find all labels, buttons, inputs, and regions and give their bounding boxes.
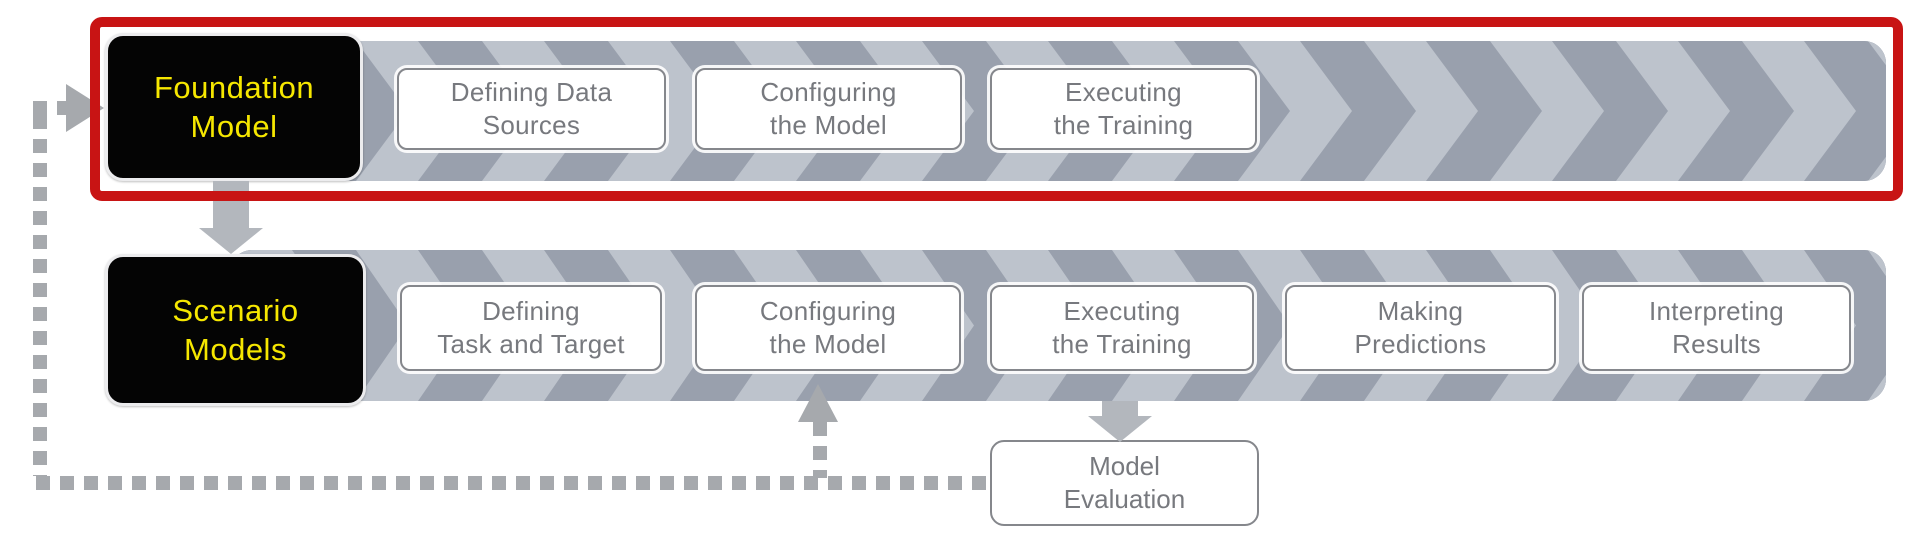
step-defining-task-and-target: Defining Task and Target: [400, 285, 662, 371]
foundation-model-label: Foundation Model: [153, 70, 315, 144]
model-evaluation-box: Model Evaluation: [990, 440, 1259, 526]
feedback-arrow-into-foundation-icon: [66, 84, 104, 132]
step-executing-the-training-bottom: Executing the Training: [990, 285, 1254, 371]
step-label: Interpreting Results: [1648, 296, 1785, 359]
step-interpreting-results: Interpreting Results: [1582, 285, 1851, 371]
feedback-dotted-line-horizontal: [36, 476, 990, 490]
down-arrow-training-to-evaluation-stem: [1102, 401, 1138, 416]
step-label: Executing the Training: [1052, 296, 1192, 359]
feedback-dotted-stub: [33, 101, 67, 115]
model-evaluation-label: Model Evaluation: [1063, 451, 1186, 514]
scenario-models-box: Scenario Models: [105, 254, 366, 406]
step-executing-the-training-top: Executing the Training: [990, 68, 1257, 150]
down-arrow-training-to-evaluation-icon: [1088, 416, 1152, 442]
feedback-dotted-line-vertical: [33, 115, 47, 476]
step-label: Executing the Training: [1053, 77, 1194, 140]
step-label: Configuring the Model: [759, 296, 897, 359]
scenario-models-label: Scenario Models: [172, 293, 299, 367]
step-label: Defining Data Sources: [450, 77, 613, 140]
step-making-predictions: Making Predictions: [1285, 285, 1556, 371]
step-configuring-the-model-bottom: Configuring the Model: [695, 285, 961, 371]
feedback-dashed-line-to-configuring: [813, 422, 827, 478]
feedback-arrow-into-configuring-icon: [798, 384, 838, 422]
foundation-model-box: Foundation Model: [105, 33, 363, 181]
step-label: Defining Task and Target: [437, 296, 625, 359]
step-label: Making Predictions: [1354, 296, 1487, 359]
down-arrow-foundation-to-scenario-icon: [199, 228, 263, 254]
step-defining-data-sources: Defining Data Sources: [397, 68, 666, 150]
step-configuring-the-model-top: Configuring the Model: [695, 68, 962, 150]
step-label: Configuring the Model: [760, 77, 897, 140]
down-arrow-foundation-to-scenario-stem: [213, 181, 249, 228]
